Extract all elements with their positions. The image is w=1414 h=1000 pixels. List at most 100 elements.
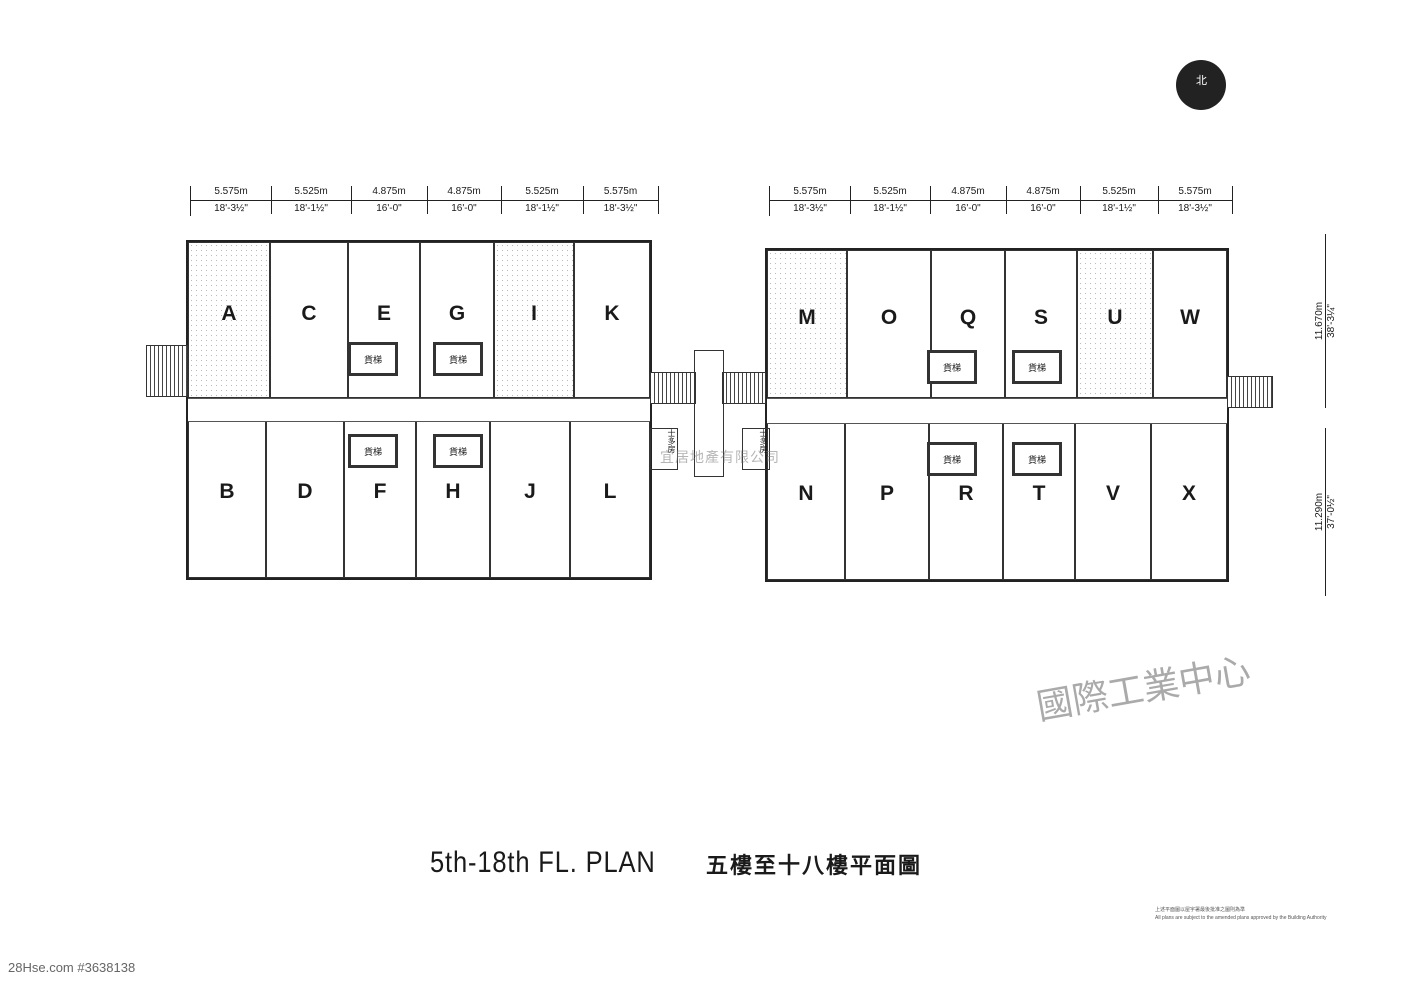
- dim-imperial: 18'-3½": [1178, 203, 1212, 214]
- dimension-cell: 5.525m 18'-1½": [1080, 186, 1159, 214]
- dimension-cell: 5.525m 18'-1½": [271, 186, 352, 214]
- dim-metric: 5.575m: [770, 186, 850, 201]
- unit-label: N: [798, 482, 814, 506]
- unit-I: I: [494, 242, 574, 398]
- unit-label: U: [1107, 306, 1123, 330]
- cargo-lift: 貨梯: [1012, 350, 1062, 384]
- cargo-lift: 貨梯: [433, 342, 483, 376]
- unit-label: V: [1105, 482, 1120, 506]
- dim-imperial: 16'-0": [451, 203, 477, 214]
- unit-U: U: [1077, 250, 1153, 398]
- unit-C: C: [270, 242, 348, 398]
- staircase-center-right: [722, 372, 766, 404]
- unit-P: P: [845, 422, 929, 580]
- dim-imperial: 16'-0": [1030, 203, 1056, 214]
- unit-L: L: [570, 420, 650, 578]
- cargo-lift: 貨梯: [927, 350, 977, 384]
- unit-label: E: [376, 301, 391, 325]
- listing-footer: 28Hse.com #3638138: [8, 960, 136, 975]
- unit-label: H: [445, 480, 461, 504]
- link-bridge: [694, 350, 724, 477]
- compass-label: 北: [1196, 75, 1207, 87]
- unit-label: A: [221, 301, 237, 325]
- unit-O: O: [847, 250, 931, 398]
- unit-label: W: [1180, 306, 1200, 330]
- store-room-right: 士多房: [742, 428, 770, 470]
- cargo-lift: 貨梯: [1012, 442, 1062, 476]
- unit-label: L: [603, 480, 617, 504]
- cargo-lift: 貨梯: [348, 342, 398, 376]
- dimension-cell: 5.575m 18'-3½": [1158, 186, 1233, 214]
- dim-metric: 5.525m: [271, 186, 351, 201]
- dimension-cell: 4.875m 16'-0": [351, 186, 428, 214]
- unit-label: T: [1032, 482, 1046, 506]
- dim-metric: 5.575m: [1158, 186, 1232, 201]
- cargo-lift: 貨梯: [433, 434, 483, 468]
- unit-label: S: [1033, 306, 1048, 330]
- unit-label: P: [879, 482, 894, 506]
- cargo-lift: 貨梯: [927, 442, 977, 476]
- north-arrow-icon: [1176, 60, 1226, 110]
- cargo-lift: 貨梯: [348, 434, 398, 468]
- dim-imperial: 18'-3½": [214, 203, 248, 214]
- dimension-cell: 4.875m 16'-0": [1006, 186, 1081, 214]
- dim-metric: 4.875m: [1006, 186, 1080, 201]
- unit-label: B: [219, 480, 235, 504]
- dim-imperial: 18'-3½": [603, 203, 638, 214]
- handwritten-note: 國際工業中心: [1033, 650, 1254, 729]
- dimension-cell: 5.575m 18'-3½": [770, 186, 851, 214]
- dim-imperial: 18'-1½": [294, 203, 328, 214]
- unit-label: I: [531, 301, 537, 325]
- footnote-cn: 上述平面圖以屋宇署最後批准之圖則為準: [1155, 907, 1246, 913]
- unit-A: A: [188, 242, 270, 398]
- dim-metric: 5.525m: [501, 186, 583, 201]
- unit-label: R: [958, 482, 974, 506]
- dim-side-bottom-ft: 37'-0½": [1326, 495, 1337, 529]
- unit-label: M: [798, 306, 816, 330]
- corridor: [188, 398, 650, 422]
- dim-imperial: 18'-3½": [793, 203, 827, 214]
- footnote-en: All plans are subject to the amended pla…: [1155, 915, 1327, 921]
- dimension-cell: 4.875m 16'-0": [427, 186, 502, 214]
- dim-imperial: 16'-0": [376, 203, 402, 214]
- dim-metric: 4.875m: [427, 186, 501, 201]
- unit-label: O: [880, 306, 898, 330]
- store-room-left: 士多房: [650, 428, 678, 470]
- unit-label: F: [373, 480, 387, 504]
- dim-metric: 5.575m: [191, 186, 271, 201]
- unit-label: K: [604, 301, 620, 325]
- footnote: 上述平面圖以屋宇署最後批准之圖則為準 All plans are subject…: [1155, 906, 1327, 922]
- dim-imperial: 18'-1½": [525, 203, 559, 214]
- unit-W: W: [1153, 250, 1227, 398]
- plan-title: 5th-18th FL. PLAN: [430, 846, 656, 879]
- watermark: 宜居地產有限公司: [660, 449, 780, 465]
- staircase-center-left: [650, 372, 696, 404]
- unit-B: B: [188, 420, 266, 578]
- plan-title-cn: 五樓至十八樓平面圖: [706, 853, 923, 878]
- dimension-cell: 5.525m 18'-1½": [501, 186, 584, 214]
- unit-label: D: [297, 480, 313, 504]
- dim-metric: 5.525m: [1080, 186, 1158, 201]
- dim-imperial: 18'-1½": [1102, 203, 1136, 214]
- dim-metric: 4.875m: [930, 186, 1006, 201]
- dim-imperial: 18'-1½": [873, 203, 907, 214]
- unit-label: J: [524, 480, 536, 504]
- dim-imperial: 16'-0": [955, 203, 981, 214]
- staircase-left: [146, 345, 188, 397]
- unit-J: J: [490, 420, 570, 578]
- unit-V: V: [1075, 422, 1151, 580]
- dim-side-top-ft: 38'-3¼": [1326, 304, 1337, 338]
- unit-label: Q: [959, 306, 977, 330]
- unit-label: X: [1181, 482, 1196, 506]
- corridor: [767, 398, 1227, 424]
- dim-metric: 4.875m: [351, 186, 427, 201]
- unit-M: M: [767, 250, 847, 398]
